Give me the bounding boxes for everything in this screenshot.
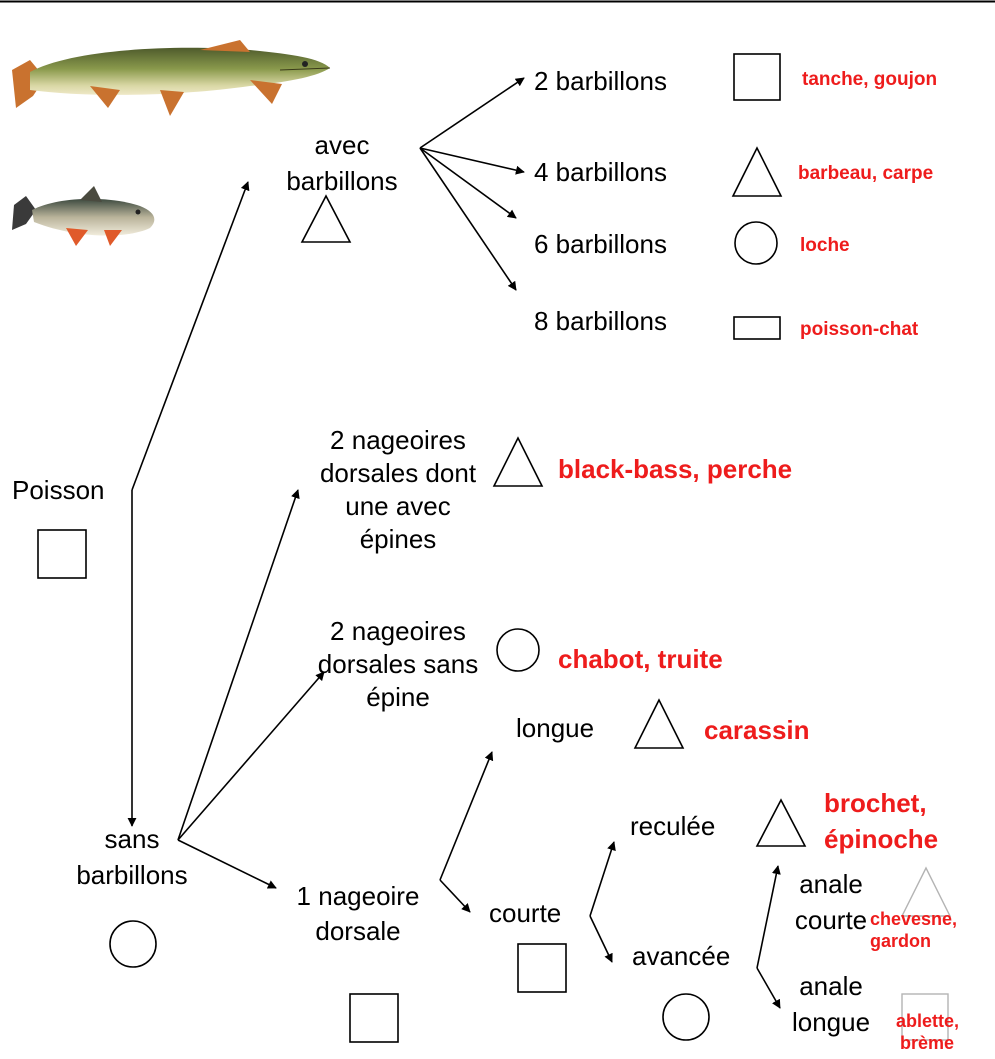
arrow-to-reculee	[590, 842, 614, 916]
une-nageoire-square	[350, 994, 398, 1042]
connectors	[132, 78, 780, 1008]
b4-label: 4 barbillons	[534, 157, 667, 187]
dorsal-sans-circle	[497, 629, 539, 671]
poisson-square	[38, 530, 86, 578]
reculee-triangle	[757, 800, 805, 846]
sans-label-2: barbillons	[76, 860, 187, 890]
answer-b6: loche	[800, 235, 850, 256]
answer-reculee-1: brochet,	[824, 788, 927, 818]
dorsal-epines-line-4: épines	[360, 524, 437, 554]
une-nageoire-line-2: dorsale	[315, 916, 400, 946]
arrow-to-courte	[440, 880, 470, 912]
b4-triangle	[733, 148, 781, 196]
answer-dorsal-sans: chabot, truite	[558, 644, 723, 674]
b8-label: 8 barbillons	[534, 306, 667, 336]
arrow-to-dorsal-epines	[178, 490, 298, 840]
dorsal-epines-line-2: dorsales dont	[320, 458, 477, 488]
avec-triangle	[302, 196, 350, 242]
arrow-to-anale-courte	[757, 866, 778, 968]
answer-anale-longue-1: ablette,	[896, 1011, 959, 1031]
answer-reculee-2: épinoche	[824, 824, 938, 854]
avec-label-2: barbillons	[286, 166, 397, 196]
longue-triangle	[635, 700, 683, 748]
b8-rectangle	[734, 317, 780, 339]
courte-label: courte	[489, 898, 561, 928]
dorsal-sans-line-2: dorsales sans	[318, 649, 478, 679]
poisson-label: Poisson	[12, 475, 105, 505]
courte-square	[518, 944, 566, 992]
dorsal-sans-line-1: 2 nageoires	[330, 616, 466, 646]
avec-label-1: avec	[315, 130, 370, 160]
chub-fish-illustration	[12, 186, 154, 246]
answer-anale-longue-2: brème	[900, 1033, 954, 1053]
arrow-to-anale-longue	[757, 968, 780, 1008]
answer-longue: carassin	[704, 715, 810, 745]
arrow-to-b8	[420, 148, 516, 290]
answer-anale-courte-2: gardon	[870, 931, 931, 951]
answer-labels: tanche, goujon barbeau, carpe loche pois…	[558, 69, 959, 1053]
dorsal-epines-line-1: 2 nageoires	[330, 425, 466, 455]
sans-label-1: sans	[105, 824, 160, 854]
sans-circle	[110, 921, 156, 967]
b6-label: 6 barbillons	[534, 229, 667, 259]
arrow-to-b2	[420, 78, 524, 148]
answer-b4: barbeau, carpe	[798, 163, 933, 184]
longue-label: longue	[516, 713, 594, 743]
anale-longue-line-2: longue	[792, 1007, 870, 1037]
arrow-to-longue	[440, 752, 492, 880]
answer-b2: tanche, goujon	[802, 69, 937, 90]
avancee-label: avancée	[632, 941, 730, 971]
avancee-circle	[663, 994, 709, 1040]
arrow-to-avancee	[590, 916, 612, 962]
answer-dorsal-epines: black-bass, perche	[558, 454, 792, 484]
b2-label: 2 barbillons	[534, 66, 667, 96]
answer-b8: poisson-chat	[800, 319, 919, 340]
anale-longue-line-1: anale	[799, 971, 863, 1001]
answer-anale-courte-1: chevesne,	[870, 909, 957, 929]
pike-fish-illustration	[12, 40, 330, 116]
reculee-label: reculée	[630, 811, 715, 841]
dorsal-epines-triangle	[494, 438, 542, 486]
dorsal-epines-line-3: une avec	[345, 491, 451, 521]
une-nageoire-line-1: 1 nageoire	[297, 881, 420, 911]
anale-courte-line-2: courte	[795, 905, 867, 935]
b2-square	[734, 54, 780, 100]
arrow-to-une-nageoire	[178, 840, 276, 888]
arrow-to-dorsal-sans	[178, 672, 324, 840]
b6-circle	[735, 222, 777, 264]
dorsal-sans-line-3: épine	[366, 682, 430, 712]
anale-courte-line-1: anale	[799, 869, 863, 899]
